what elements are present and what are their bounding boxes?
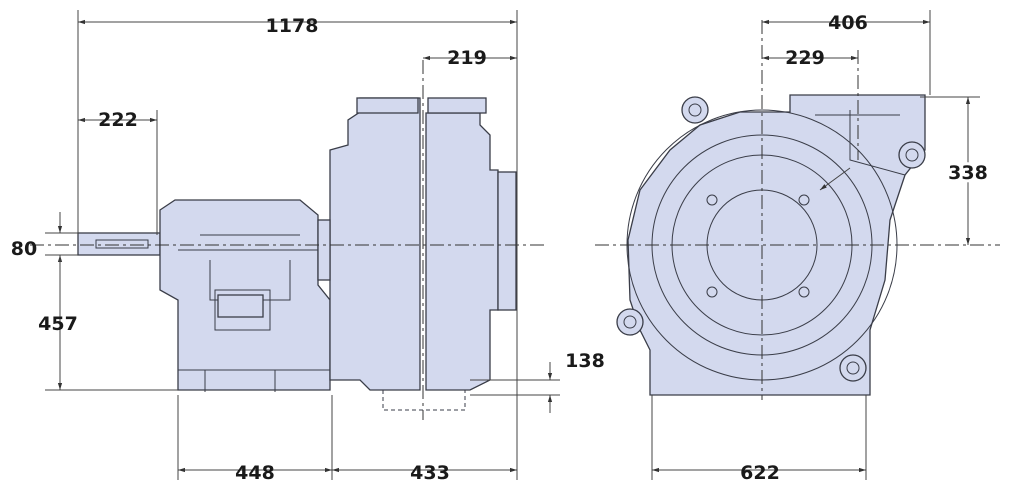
- dim-shaft-diameter: 80: [11, 238, 37, 260]
- mounting-lugs: [616, 96, 926, 382]
- dimension-labels: 1178 219 222 80 457 138 448 433 406 229 …: [11, 12, 991, 484]
- dim-base-width: 622: [740, 462, 780, 484]
- dim-shaft-extension: 222: [98, 109, 138, 131]
- casing-right: [425, 112, 499, 391]
- suction-flange: [497, 171, 517, 311]
- front-view: [595, 20, 1000, 400]
- dim-suction-drop: 138: [565, 350, 605, 372]
- discharge-flange-left: [356, 97, 419, 114]
- dim-shaft-height: 457: [38, 313, 78, 335]
- dim-discharge-offset: 219: [447, 47, 487, 69]
- dim-base-length-2: 433: [410, 462, 450, 484]
- dim-discharge-center: 229: [785, 47, 825, 69]
- side-view: [30, 60, 545, 420]
- dim-base-length-1: 448: [235, 462, 275, 484]
- dimension-lines: [45, 10, 980, 480]
- discharge-flange-right: [427, 97, 487, 114]
- dim-width-to-discharge: 406: [828, 12, 868, 34]
- dim-overall-length: 1178: [266, 15, 319, 37]
- casing-left: [329, 97, 421, 391]
- dim-discharge-height: 338: [948, 162, 988, 184]
- rotation-arrow: [819, 167, 851, 191]
